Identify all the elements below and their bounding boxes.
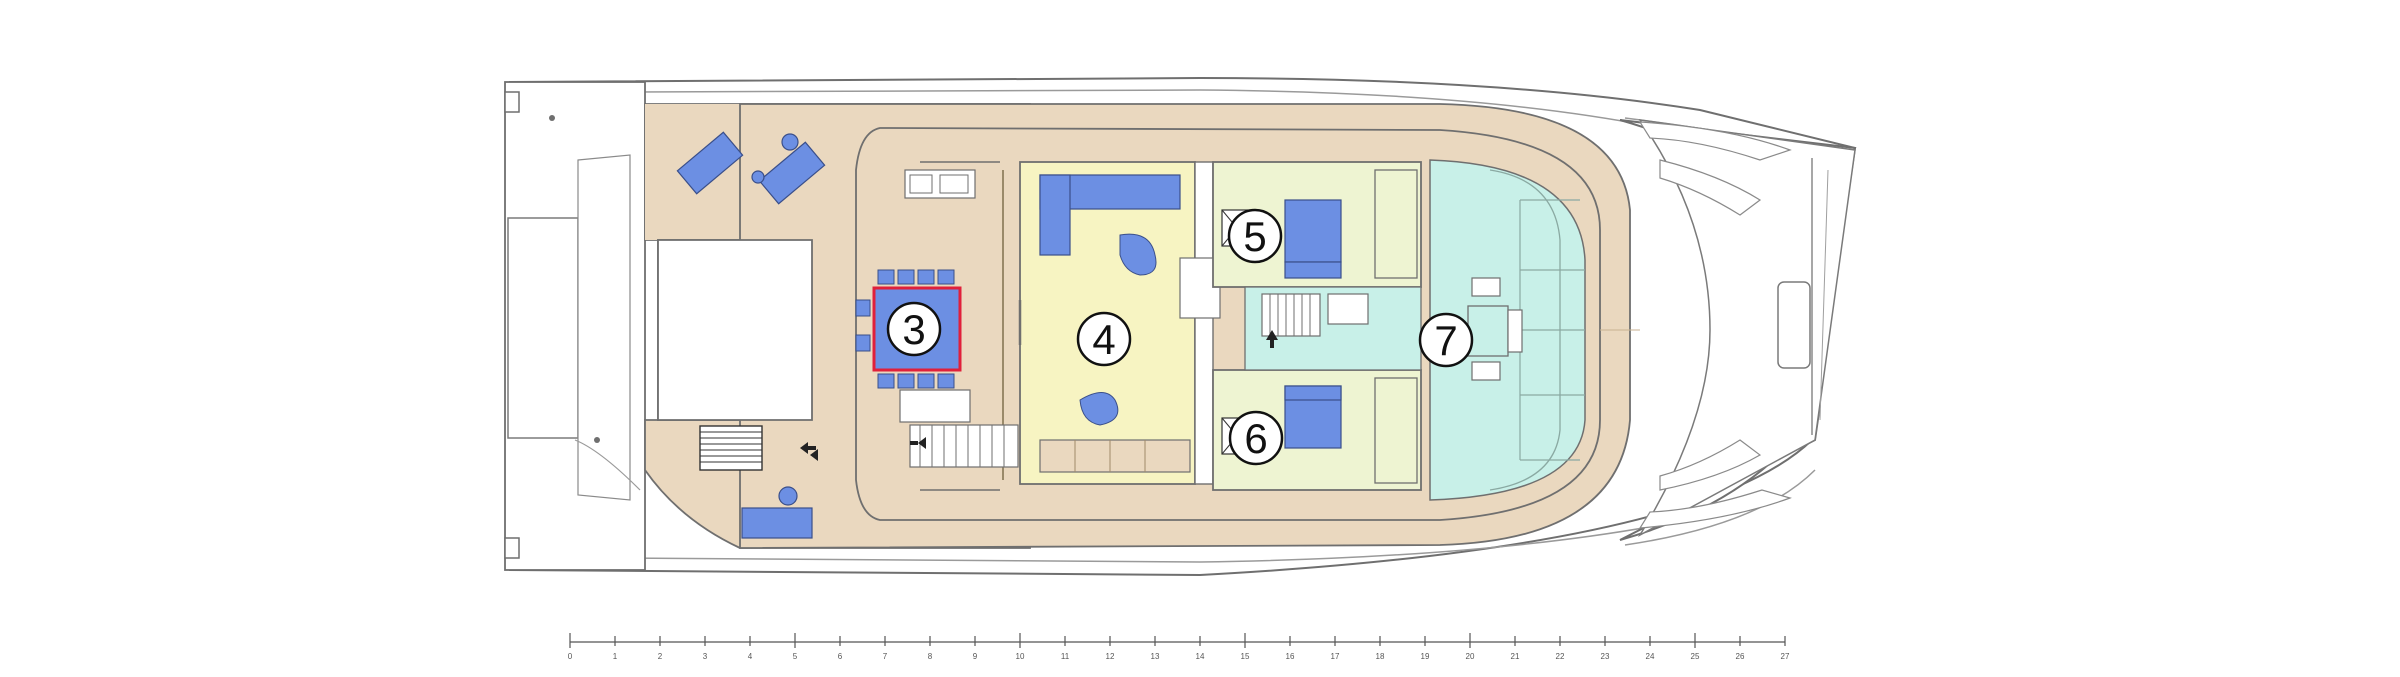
zone-label-circle xyxy=(1076,311,1132,367)
cockpit-bench xyxy=(899,389,971,423)
platform-step xyxy=(504,91,520,113)
cleat xyxy=(549,115,555,121)
scale-tick-label: 9 xyxy=(973,652,978,661)
zone-label-number: 3 xyxy=(902,306,925,353)
hull-inner-line xyxy=(619,89,1661,129)
zone-label-cabin-port: 5 xyxy=(1227,208,1283,264)
scale-tick-label: 6 xyxy=(838,652,843,661)
zone-label-circle xyxy=(1227,208,1283,264)
bow-window xyxy=(1659,159,1762,216)
scale-tick-label: 0 xyxy=(568,652,573,661)
bow-window xyxy=(1638,121,1792,161)
helm-console xyxy=(1467,305,1509,357)
saloon-bulkhead xyxy=(1194,161,1214,485)
cabin-port-bed-end xyxy=(1284,261,1342,279)
aft-curve xyxy=(574,439,641,491)
hull-inner-line xyxy=(619,524,1661,563)
scale-tick-label: 3 xyxy=(703,652,708,661)
saloon-table xyxy=(1079,392,1119,426)
scale-tick-label: 22 xyxy=(1556,652,1565,661)
zone-label-circle xyxy=(886,301,942,357)
scale-tick-label: 17 xyxy=(1331,652,1340,661)
aft-open-area xyxy=(657,239,813,421)
zone-label-saloon: 4 xyxy=(1076,311,1132,367)
helm-seat xyxy=(1471,361,1501,381)
zone-label-dining: 3 xyxy=(886,301,942,357)
scale-tick-label: 10 xyxy=(1016,652,1025,661)
hull-stairs xyxy=(699,425,763,471)
zone-label-number: 4 xyxy=(1092,316,1115,363)
bow-window xyxy=(1638,489,1792,529)
zone-label-circle xyxy=(1418,312,1474,368)
cleat xyxy=(594,437,600,443)
zone-label-cockpit: 7 xyxy=(1418,312,1474,368)
forward-lounge-seat xyxy=(1489,169,1561,491)
scale-tick-label: 27 xyxy=(1781,652,1790,661)
direction-arrows xyxy=(800,330,1278,461)
forestay-line xyxy=(1819,169,1829,421)
scale-tick-label: 14 xyxy=(1196,652,1205,661)
scale-tick-label: 8 xyxy=(928,652,933,661)
scale-tick-label: 23 xyxy=(1601,652,1610,661)
zone-label-cabin-starboard: 6 xyxy=(1228,410,1284,466)
scale-tick-label: 2 xyxy=(658,652,663,661)
zone-label-number: 6 xyxy=(1244,415,1267,462)
galley-fridge xyxy=(939,174,969,194)
aft-stairs xyxy=(909,424,1019,468)
scale-tick-label: 12 xyxy=(1106,652,1115,661)
scale-tick-label: 21 xyxy=(1511,652,1520,661)
bow-window xyxy=(1659,439,1762,491)
saloon-sofa xyxy=(1039,174,1071,256)
bow-detail xyxy=(1624,469,1816,546)
scale-tick-label: 19 xyxy=(1421,652,1430,661)
aft-hull-step xyxy=(577,154,631,501)
scale-tick-label: 1 xyxy=(613,652,618,661)
dining-chairs xyxy=(855,269,955,389)
scale-tick-label: 18 xyxy=(1376,652,1385,661)
aft-sunbeds xyxy=(676,131,826,539)
cabin-port-bath xyxy=(1374,169,1418,279)
zone-label-number: 5 xyxy=(1243,213,1266,260)
zone-label-circle xyxy=(1228,410,1284,466)
scale-tick-label: 5 xyxy=(793,652,798,661)
scale-tick-label: 13 xyxy=(1151,652,1160,661)
scale-tick-label: 11 xyxy=(1061,652,1070,661)
scale-tick-label: 24 xyxy=(1646,652,1655,661)
scale-tick-label: 16 xyxy=(1286,652,1295,661)
cabin-starboard-bed-end xyxy=(1284,385,1342,401)
saloon-sofa xyxy=(1039,439,1191,473)
cabin-port-bed xyxy=(1284,199,1342,263)
zone-label-number: 7 xyxy=(1434,317,1457,364)
scale-tick-label: 20 xyxy=(1466,652,1475,661)
scale-tick-label: 26 xyxy=(1736,652,1745,661)
cabin-starboard-bath xyxy=(1374,377,1418,484)
helm-seat xyxy=(1471,277,1501,297)
scale-tick-label: 7 xyxy=(883,652,888,661)
tender-bay xyxy=(507,217,579,439)
scale-tick-label: 4 xyxy=(748,652,753,661)
saloon-table xyxy=(1119,233,1157,276)
scale-tick-label: 15 xyxy=(1241,652,1250,661)
windlass-box xyxy=(1777,281,1811,369)
helm-seat xyxy=(1507,309,1523,353)
central-stairs xyxy=(1261,293,1369,337)
galley-sink xyxy=(909,174,933,194)
platform-step xyxy=(504,537,520,559)
scale-tick-label: 25 xyxy=(1691,652,1700,661)
bow-trampoline xyxy=(1637,119,1856,537)
